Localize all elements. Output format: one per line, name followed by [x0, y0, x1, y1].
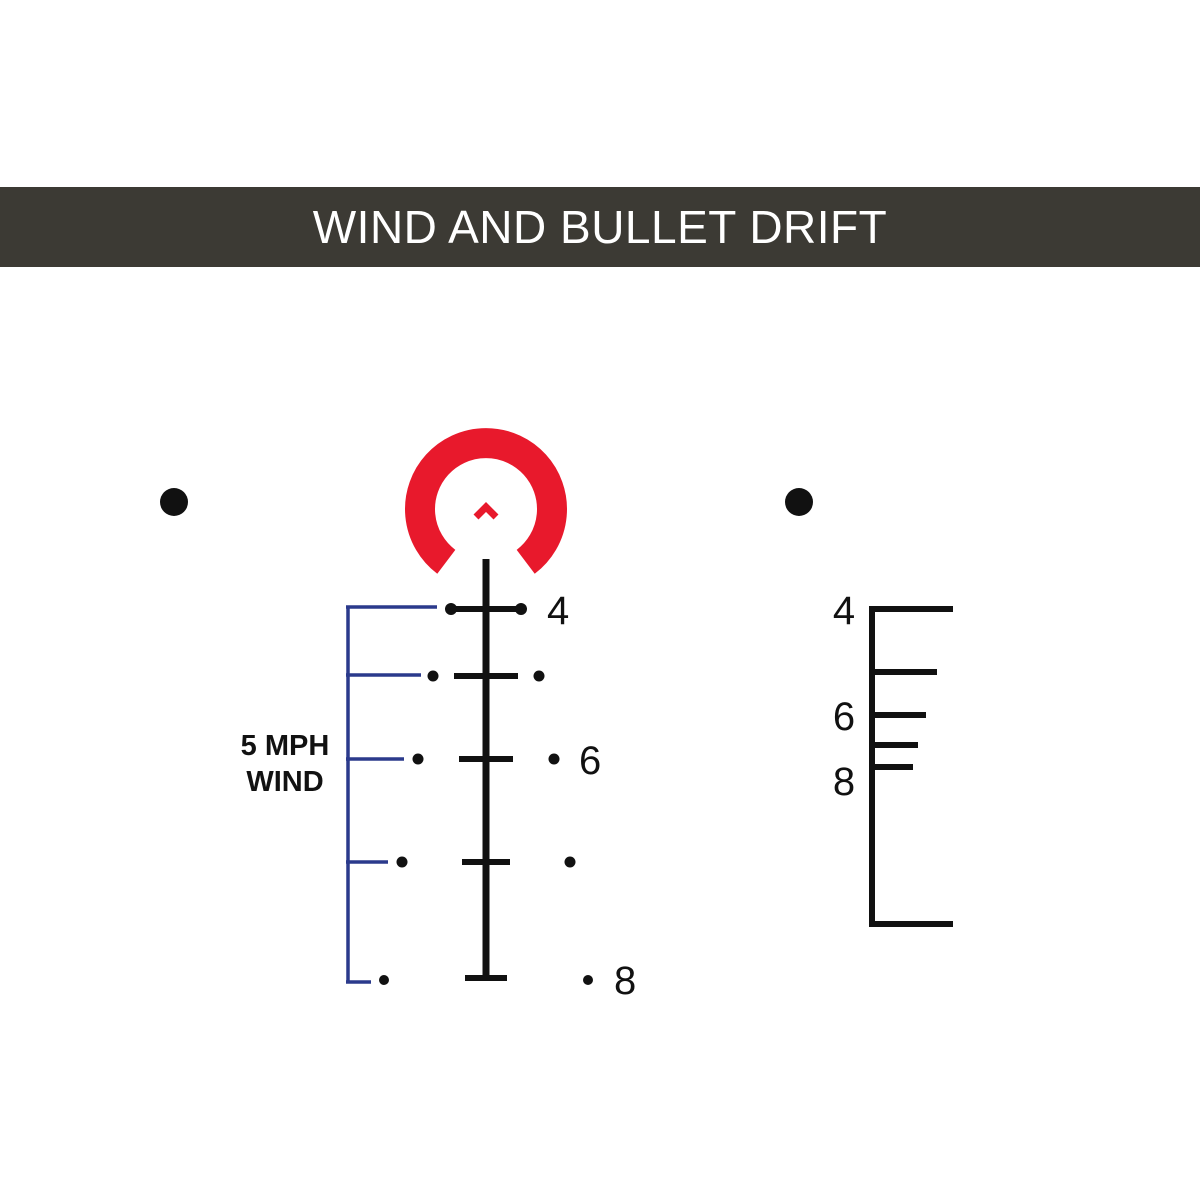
left-reference-dot-icon: [160, 488, 188, 516]
bdc-label-6: 6: [833, 695, 855, 739]
chevron-icon: [473, 502, 499, 520]
bdc-label-4: 4: [833, 589, 855, 633]
reticle-label-8: 8: [614, 959, 636, 1003]
wind-dot: [396, 856, 408, 868]
reticle-label-6: 6: [579, 739, 601, 783]
page-title: WIND AND BULLET DRIFT: [312, 201, 888, 253]
title-band: WIND AND BULLET DRIFT: [0, 187, 1200, 267]
wind-dot: [515, 603, 527, 615]
horseshoe-icon: [405, 428, 567, 574]
wind-dot: [412, 753, 424, 765]
wind-dot: [583, 975, 593, 985]
wind-label-line1: 5 MPH: [241, 730, 330, 762]
bdc-label-8: 8: [833, 760, 855, 804]
bdc-scale: [869, 606, 953, 927]
wind-label-line2: WIND: [246, 766, 323, 798]
wind-dot: [564, 856, 576, 868]
wind-bracket: [346, 605, 437, 984]
wind-dot: [548, 753, 560, 765]
wind-dot: [379, 975, 389, 985]
reticle-label-4: 4: [547, 589, 569, 633]
wind-dot: [427, 670, 439, 682]
right-reference-dot-icon: [785, 488, 813, 516]
wind-dot: [533, 670, 545, 682]
wind-dot: [445, 603, 457, 615]
